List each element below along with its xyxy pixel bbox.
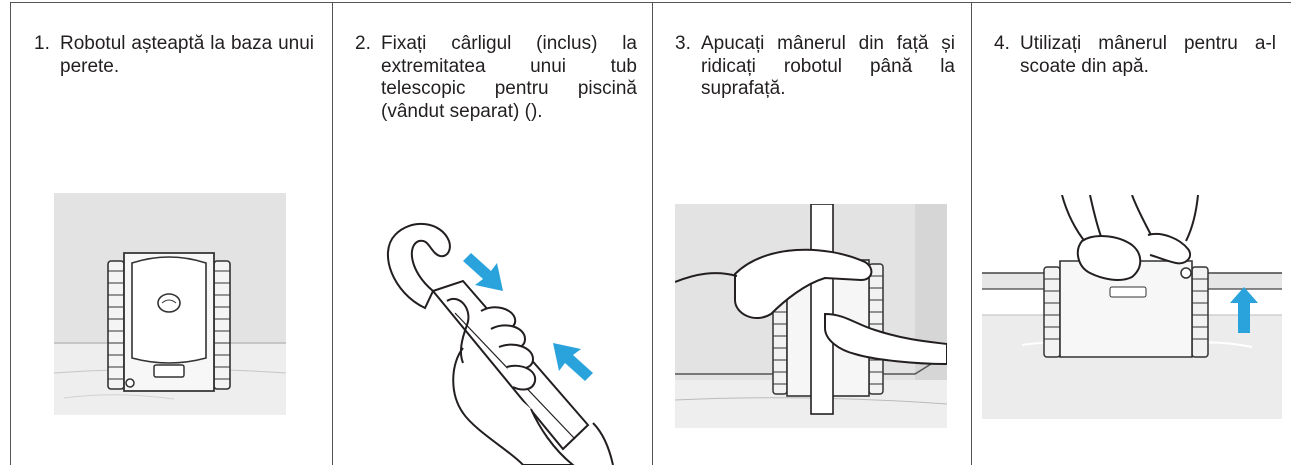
step-3-text-block: 3. Apucați mânerul din față și ridicați …: [675, 33, 955, 101]
step-cell-4: 4. Utilizați mânerul pentru a-l scoate d…: [972, 3, 1291, 465]
arrow-down-right-icon: [463, 253, 503, 291]
step-1-number: 1.: [34, 33, 50, 54]
step-2-illustration: [363, 213, 633, 465]
step-1-text-block: 1. Robotul așteaptă la baza unui perete.: [34, 33, 314, 78]
step-3-number: 3.: [675, 33, 691, 54]
step-3-illustration: [675, 204, 947, 428]
arrow-up-icon: [1230, 287, 1258, 333]
step-1-text: Robotul așteaptă la baza unui perete.: [60, 33, 314, 77]
step-4-number: 4.: [994, 33, 1010, 54]
step-3-text: Apucați mânerul din față și ridicați rob…: [701, 33, 955, 99]
step-cell-1: 1. Robotul așteaptă la baza unui perete.: [10, 3, 332, 465]
step-4-illustration: [982, 195, 1282, 419]
step-cell-3: 3. Apucați mânerul din față și ridicați …: [653, 3, 971, 465]
step-4-text: Utilizați mânerul pentru a-l scoate din …: [1020, 33, 1276, 77]
column-divider-1: [332, 2, 333, 465]
table-border-left: [10, 2, 11, 465]
step-4-text-block: 4. Utilizați mânerul pentru a-l scoate d…: [994, 33, 1276, 78]
column-divider-2: [652, 2, 653, 465]
step-2-text-block: 2. Fixați cârligul (inclus) la extremita…: [355, 33, 637, 123]
column-divider-3: [971, 2, 972, 465]
step-2-text: Fixați cârligul (inclus) la extremitatea…: [381, 33, 637, 122]
instructions-table: 1. Robotul așteaptă la baza unui perete.: [10, 0, 1291, 465]
step-1-illustration: [54, 193, 286, 415]
step-2-number: 2.: [355, 33, 371, 54]
table-top-border: [10, 2, 1291, 3]
arrow-up-left-icon: [553, 343, 593, 381]
step-cell-2: 2. Fixați cârligul (inclus) la extremita…: [333, 3, 652, 465]
